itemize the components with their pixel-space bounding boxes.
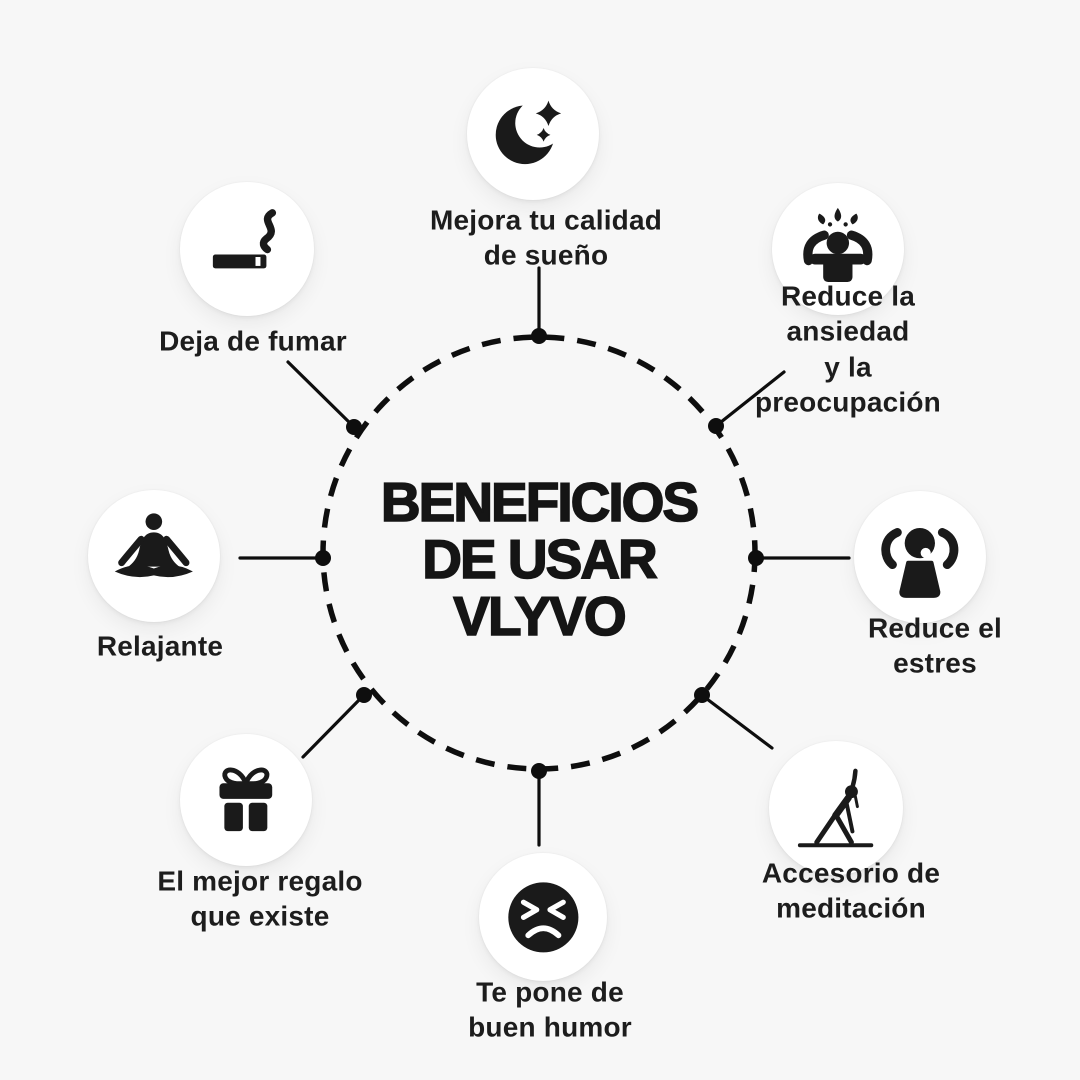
benefit-label-smoking: Deja de fumar: [159, 325, 347, 357]
benefit-label-relax: Relajante: [96, 630, 224, 662]
stressed-person-icon: [803, 207, 873, 283]
benefit-bubble-relax: [88, 490, 220, 622]
arms-raised-person-icon: [881, 528, 959, 599]
benefit-bubble-sleep: [467, 68, 599, 200]
spoke-top-right: [714, 370, 786, 428]
spoke-bottom-right: [705, 697, 774, 750]
dot-bottom: [531, 763, 547, 779]
dot-bottom-right: [694, 687, 710, 703]
gift-box-icon: [219, 767, 273, 832]
lotus-meditation-icon: [114, 513, 194, 578]
benefit-label-mood: Te pone de buen humor: [468, 976, 632, 1043]
angry-face-icon: [507, 881, 579, 953]
benefit-bubble-smoking: [180, 182, 314, 316]
dot-top-right: [708, 418, 724, 434]
benefit-label-meditation: Accesorio de meditación: [761, 857, 941, 924]
dot-top-left: [346, 419, 362, 435]
benefit-label-stress: Reduce el estres: [867, 612, 1003, 679]
title-line-1: BENEFICIOS: [380, 471, 700, 534]
cigarette-icon: [213, 209, 277, 269]
benefit-bubble-gift: [180, 734, 312, 866]
moon-stars-icon: [495, 98, 565, 165]
benefit-bubble-mood: [479, 853, 607, 981]
title-line-2: DE USAR: [421, 528, 658, 591]
benefit-label-sleep: Mejora tu calidad de sueño: [429, 204, 663, 271]
benefit-label-gift: El mejor regalo que existe: [157, 865, 363, 932]
dot-right: [748, 550, 764, 566]
page-title: BENEFICIOS DE USAR VLYVO: [380, 471, 700, 648]
dot-bottom-left: [356, 687, 372, 703]
benefit-bubble-anxiety: [772, 183, 904, 315]
spoke-dots: [315, 328, 764, 779]
benefit-bubble-meditation: [769, 741, 903, 875]
benefit-label-anxiety: Reduce la ansiedad y la preocupación: [755, 280, 941, 418]
spoke-top-left: [286, 360, 355, 428]
spoke-bottom-left: [301, 695, 364, 759]
benefit-bubble-stress: [854, 491, 986, 623]
title-line-3: VLYVO: [452, 585, 627, 648]
dot-top: [531, 328, 547, 344]
spoke-lines: [238, 266, 851, 847]
yoga-triangle-pose-icon: [798, 769, 874, 848]
dot-left: [315, 550, 331, 566]
